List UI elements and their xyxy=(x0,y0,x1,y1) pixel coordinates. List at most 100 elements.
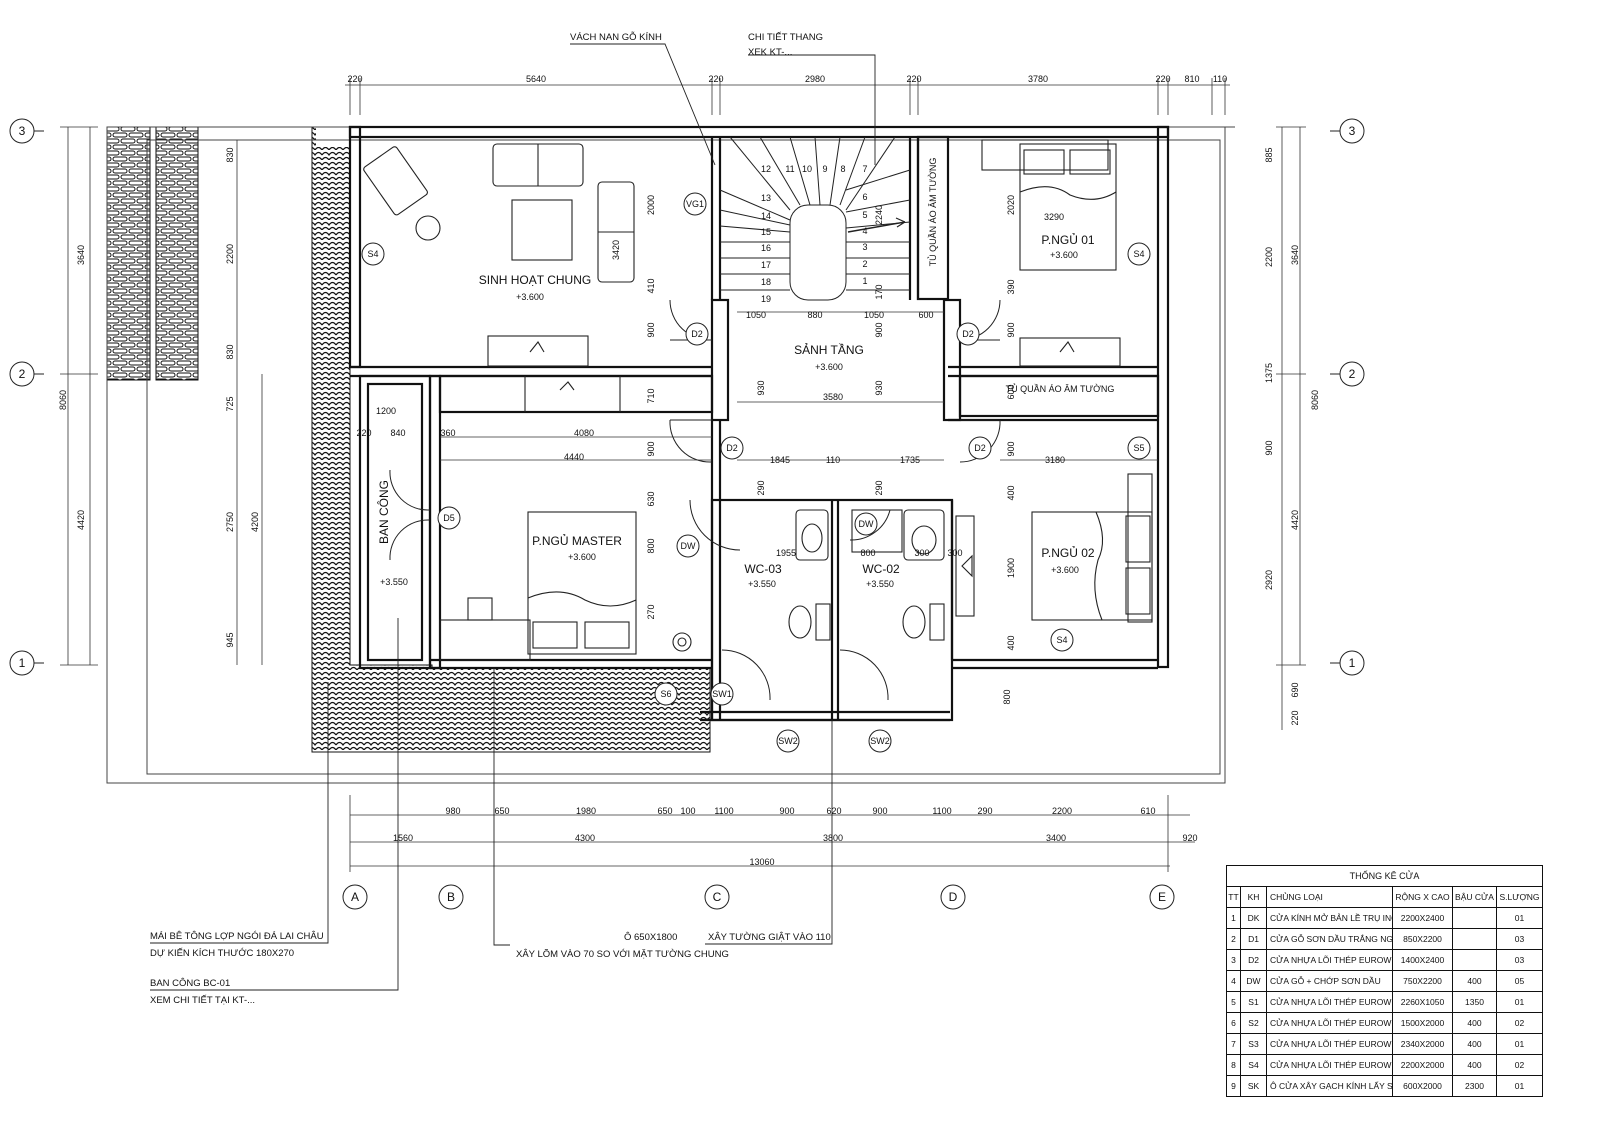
dim-inner: 600 xyxy=(918,310,933,320)
dim-bottom: 1560 xyxy=(393,833,413,843)
callout-stair-detail: CHI TIẾT THANG xyxy=(748,32,823,43)
dim-inner: 3180 xyxy=(1045,455,1065,465)
room-level: +3.600 xyxy=(1051,565,1079,575)
room-level: +3.600 xyxy=(516,292,544,302)
dim-inner: 1050 xyxy=(864,310,884,320)
dim-right: 2200 xyxy=(1264,247,1274,267)
stair-step: 18 xyxy=(761,277,771,287)
grid-label-col: A xyxy=(351,890,359,904)
dim-inner: 300 xyxy=(914,548,929,558)
door-tag: SW2 xyxy=(778,736,798,746)
table-header: BẬU CỬA xyxy=(1452,886,1497,908)
dim-bottom: 650 xyxy=(494,806,509,816)
dim-top: 2980 xyxy=(805,74,825,84)
table-cell: DW xyxy=(1240,970,1267,992)
dim-inner: 900 xyxy=(1006,441,1016,456)
stair-step: 4 xyxy=(862,226,867,236)
table-cell: 9 xyxy=(1226,1075,1241,1097)
dim-bottom: 2200 xyxy=(1052,806,1072,816)
callout-glass-partition: VÁCH NAN GỖ KÍNH xyxy=(570,31,662,43)
stair-step: 11 xyxy=(785,164,794,174)
room-name: WC-03 xyxy=(744,562,782,576)
stair-step: 1 xyxy=(862,276,867,286)
stair-step: 7 xyxy=(862,164,867,174)
dim-bottom: 920 xyxy=(1182,833,1197,843)
stair-step: 3 xyxy=(862,242,867,252)
stair-step: 16 xyxy=(761,243,771,253)
dim-inner: 290 xyxy=(874,480,884,495)
table-cell: S2 xyxy=(1240,1012,1267,1034)
dim-inner: 390 xyxy=(1006,279,1016,294)
table-header: S.LƯỢNG xyxy=(1495,886,1544,908)
dim-inner: 1735 xyxy=(900,455,920,465)
table-cell: 01 xyxy=(1495,1075,1544,1097)
dim-top: 220 xyxy=(1155,74,1170,84)
stair-step: 19 xyxy=(761,294,771,304)
table-cell: S1 xyxy=(1240,991,1267,1013)
dim-inner: 360 xyxy=(440,428,455,438)
dim-inner: 220 xyxy=(356,428,371,438)
stair-step: 6 xyxy=(862,192,867,202)
dim-inner: 800 xyxy=(1002,689,1012,704)
callout-balcony-ref: XEM CHI TIẾT TẠI KT-... xyxy=(150,995,255,1006)
door-tag-circles xyxy=(361,192,1151,753)
table-cell: CỬA NHỰA LÕI THÉP EUROWINDOWS xyxy=(1266,991,1393,1013)
callout-balcony: BAN CÔNG BC-01 xyxy=(150,978,230,989)
table-cell: 750X2200 xyxy=(1392,970,1453,992)
room-name: BAN CÔNG xyxy=(376,480,391,544)
table-cell: 03 xyxy=(1495,949,1544,971)
callout-roof: MÁI BÊ TÔNG LỢP NGÓI ĐÁ LAI CHÂU xyxy=(150,931,324,942)
callout-stair-detail-ref: XEK KT-... xyxy=(748,47,792,58)
grid-label-col: D xyxy=(949,890,958,904)
dim-inner: 300 xyxy=(947,548,962,558)
door-tag: VG1 xyxy=(686,199,704,209)
table-cell: S3 xyxy=(1240,1033,1267,1055)
dim-top: 5640 xyxy=(526,74,546,84)
dim-inner: 900 xyxy=(646,441,656,456)
table-cell: DK xyxy=(1240,907,1267,929)
dim-bottom: 1100 xyxy=(714,806,733,816)
furniture xyxy=(363,139,1153,661)
dim-bottom: 290 xyxy=(977,806,992,816)
dim-inner: 900 xyxy=(1006,322,1016,337)
dim-inner: 840 xyxy=(390,428,405,438)
dim-right: 690 xyxy=(1290,682,1300,697)
table-cell xyxy=(1452,949,1497,971)
dim-inner: 900 xyxy=(874,322,884,337)
dim-right: 2920 xyxy=(1264,570,1274,590)
door-tag: S5 xyxy=(1133,443,1144,453)
table-cell xyxy=(1452,907,1497,929)
dim-inner: 4440 xyxy=(564,452,584,462)
dim-top: 220 xyxy=(906,74,921,84)
dim-inner: 880 xyxy=(807,310,822,320)
room-level: +3.600 xyxy=(815,362,843,372)
dim-right: 885 xyxy=(1264,147,1274,162)
stair-step: 15 xyxy=(761,227,771,237)
table-cell: CỬA NHỰA LÕI THÉP EUROWINDOWS xyxy=(1266,1033,1393,1055)
room-name: P.NGỦ MASTER xyxy=(532,533,622,548)
grid-lines xyxy=(9,118,1365,910)
table-cell: 05 xyxy=(1495,970,1544,992)
door-tag: S4 xyxy=(1133,249,1144,259)
walls xyxy=(348,125,1170,722)
grid-label-row: 1 xyxy=(19,656,26,670)
dim-bottom: 4300 xyxy=(575,833,595,843)
dim-inner: 110 xyxy=(826,455,840,465)
dim-left: 4420 xyxy=(76,510,86,530)
dim-inner: 2240 xyxy=(874,205,884,225)
dim-bottom: 3400 xyxy=(1046,833,1066,843)
table-title: THỐNG KÊ CỬA xyxy=(1225,865,1544,887)
wardrobe-label: TỦ QUẦN ÁO ÂM TƯỜNG xyxy=(1006,383,1115,394)
door-tag: SW2 xyxy=(870,736,890,746)
dim-inner: 900 xyxy=(646,322,656,337)
dim-left: 2200 xyxy=(225,244,235,264)
dim-inner: 1900 xyxy=(1006,558,1016,578)
dim-left: 830 xyxy=(225,344,235,359)
table-cell: 2340X2000 xyxy=(1392,1033,1453,1055)
table-header: KH xyxy=(1240,886,1267,908)
dim-bottom: 980 xyxy=(445,806,460,816)
dim-right: 8060 xyxy=(1310,390,1320,410)
